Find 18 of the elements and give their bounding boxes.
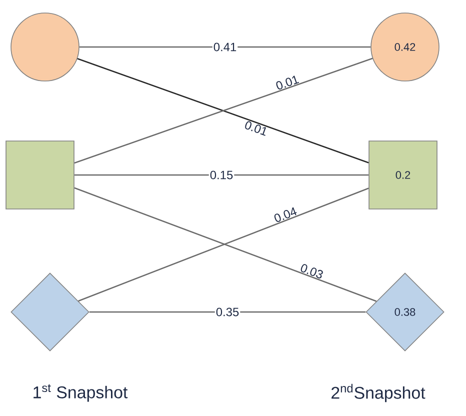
snapshot-caption: 2$^{nd}$Snapshot (332, 384, 426, 402)
edge-label: 0.04 (274, 207, 297, 222)
diamond-node: 0.38 (366, 272, 444, 352)
diamond-node (10, 272, 90, 352)
connector-line (79, 46, 371, 48)
edge-label: 0.03 (300, 264, 323, 278)
edge-label: 0.01 (276, 76, 300, 90)
edge-label: 0.41 (212, 42, 238, 52)
connector-line (74, 174, 369, 176)
square-node (6, 140, 74, 210)
snapshot-caption: 1$^{st}$ Snapshot (34, 384, 128, 402)
circle-node: 0.42 (370, 12, 440, 82)
edge-label: 0.01 (245, 121, 266, 136)
square-node: 0.2 (368, 140, 438, 210)
edge-label: 0.35 (214, 306, 240, 318)
edge-label: 0.15 (208, 170, 234, 180)
circle-node (10, 12, 80, 82)
connector-line (89, 311, 366, 313)
